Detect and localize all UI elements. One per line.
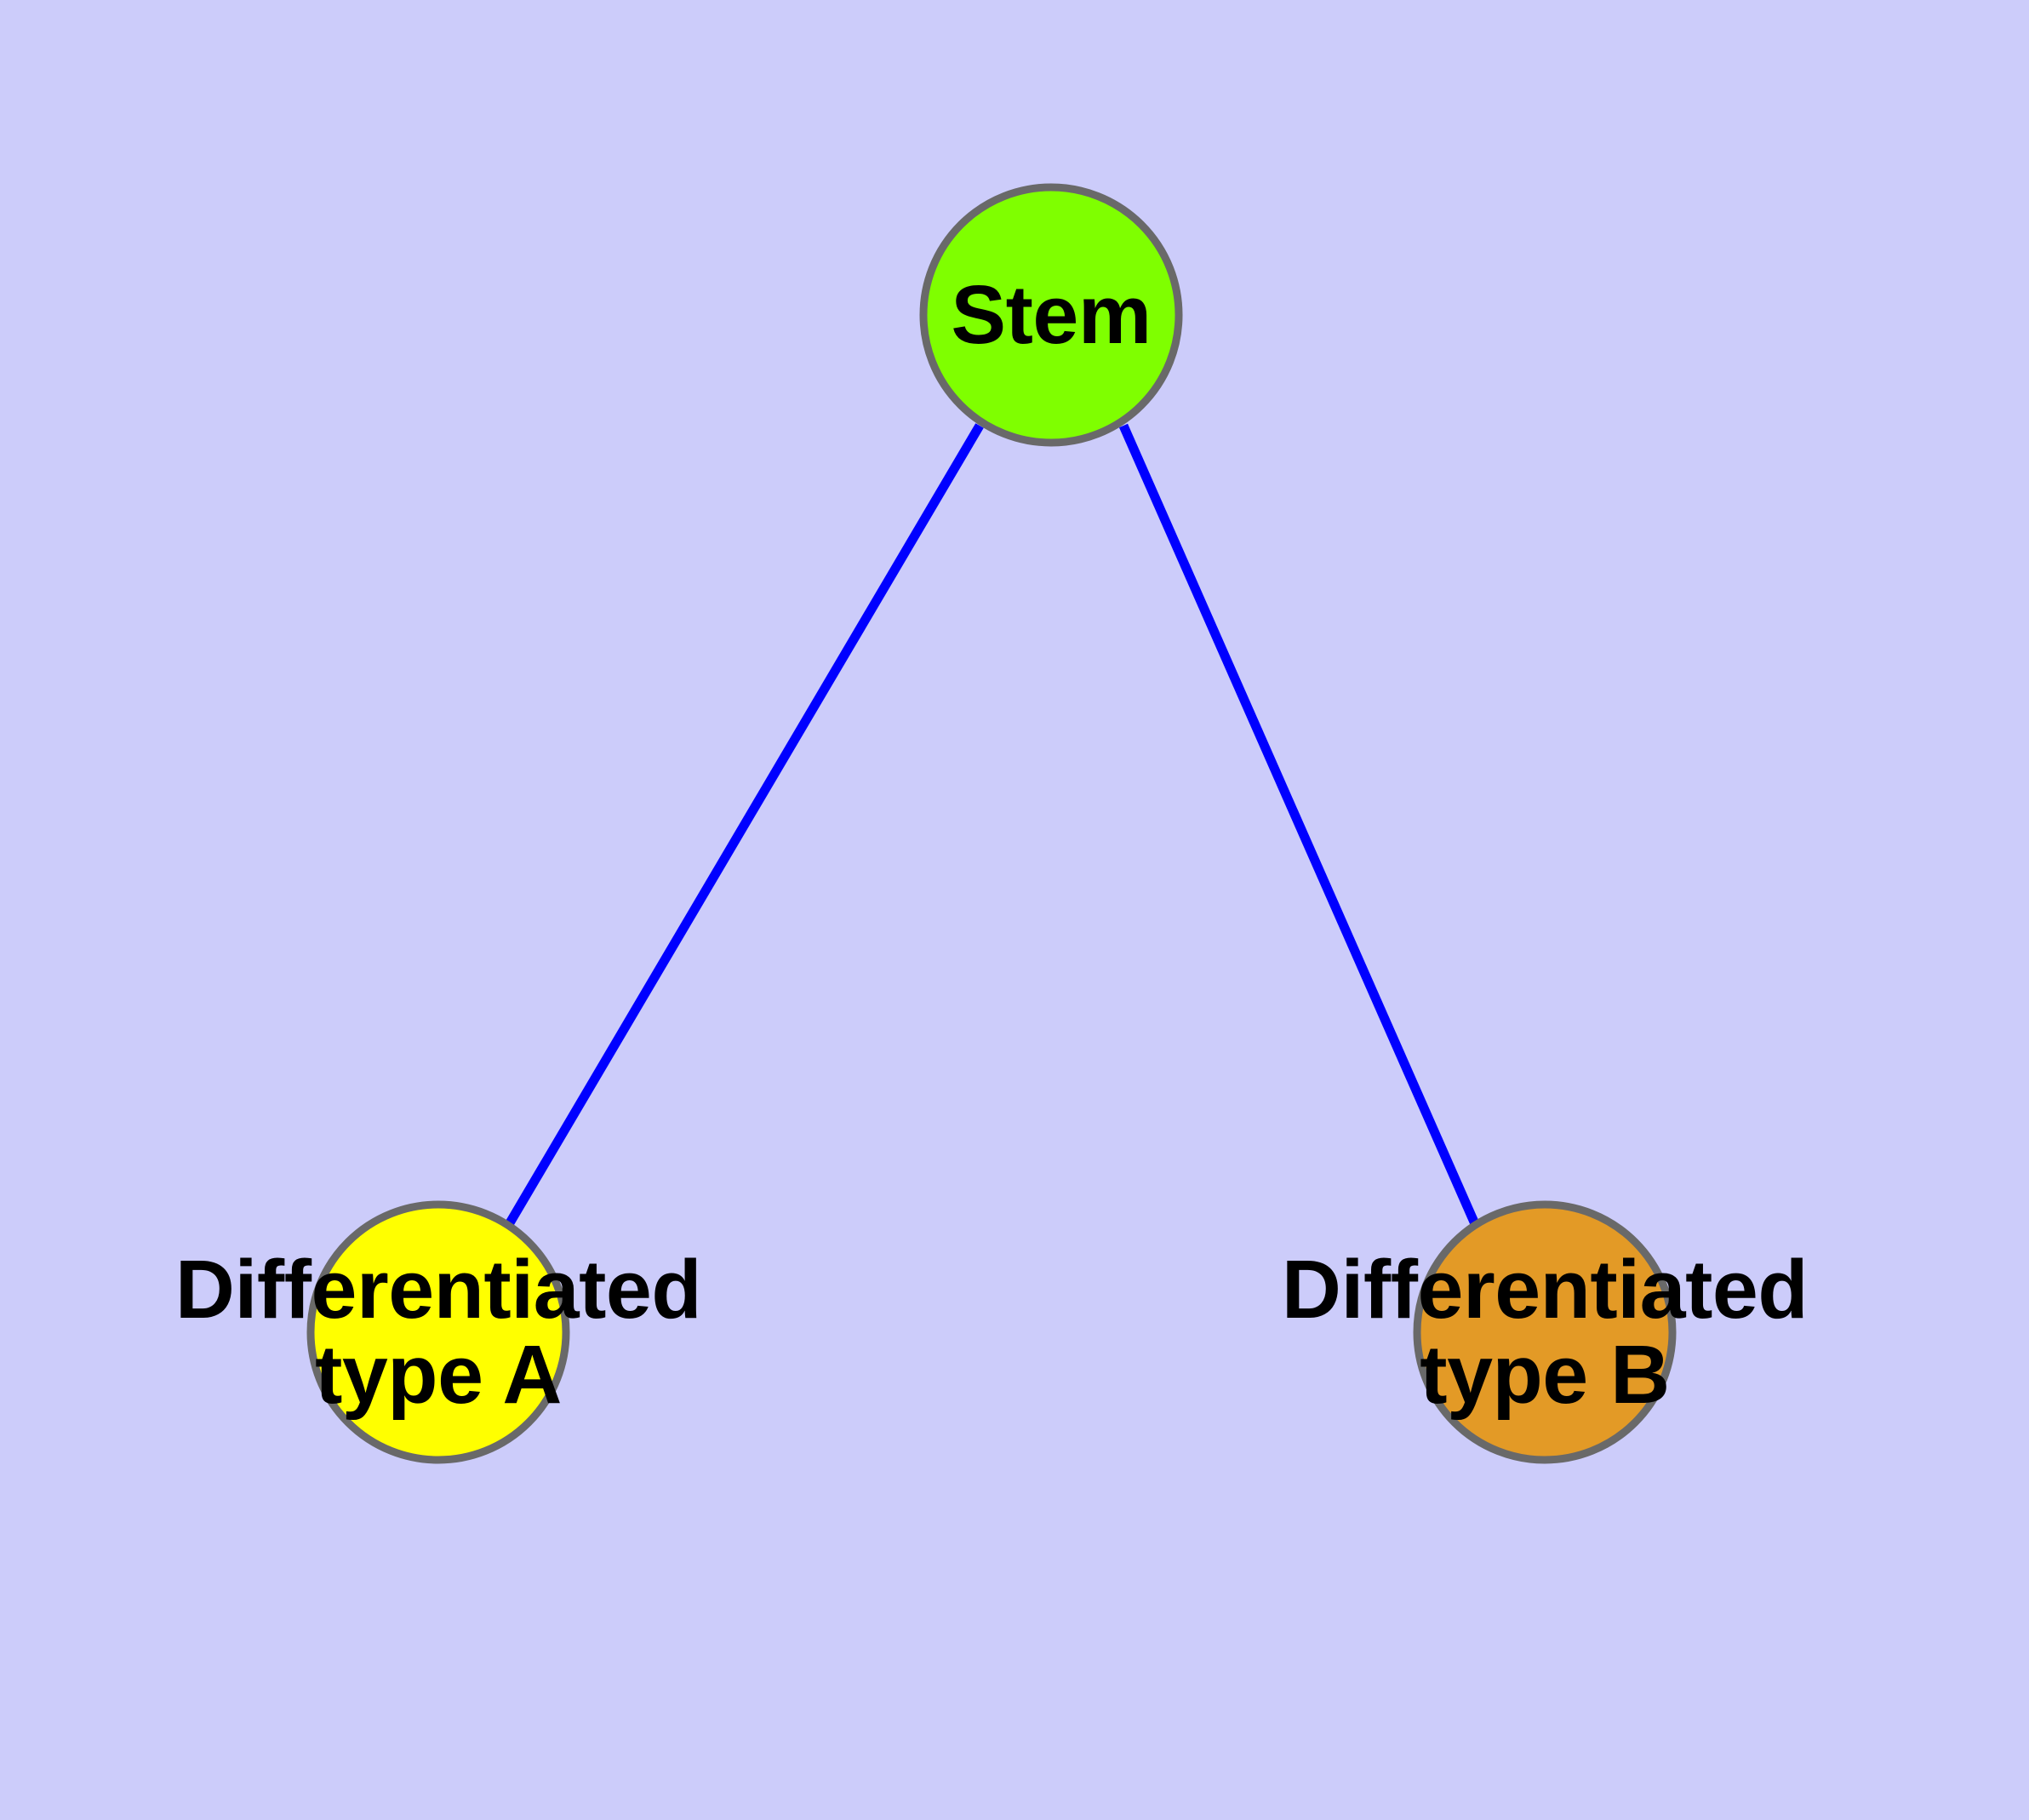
edge-layer (504, 423, 1481, 1228)
node-stem-circle[interactable] (919, 183, 1183, 447)
node-differentiated-type-b-circle[interactable] (1413, 1200, 1677, 1464)
node-layer (306, 183, 1677, 1464)
edge-stem-to-differentiated-a[interactable] (504, 423, 984, 1228)
node-differentiated-type-a-circle[interactable] (306, 1200, 570, 1464)
edge-stem-to-differentiated-b[interactable] (1118, 423, 1481, 1228)
